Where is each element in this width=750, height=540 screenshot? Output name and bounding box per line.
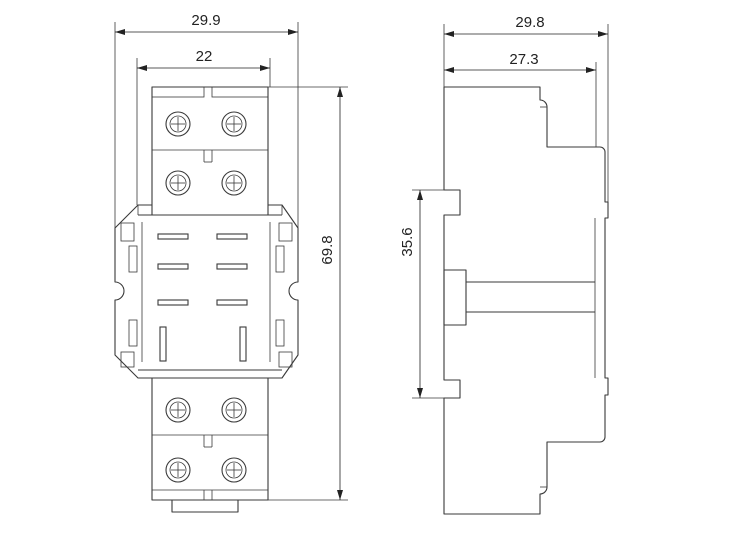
dim-label: 35.6 <box>399 227 416 256</box>
top-terminal-block <box>151 86 269 216</box>
contact-slots <box>157 233 248 362</box>
dim-label: 27.3 <box>509 51 538 68</box>
front-view <box>114 22 348 513</box>
terminal-screw-icon <box>165 397 191 423</box>
dimension-front-height: 69.8 <box>319 87 343 500</box>
dim-label: 29.8 <box>515 14 544 31</box>
dimension-side-inner-depth: 27.3 <box>444 51 596 73</box>
terminal-screw-icon <box>221 170 247 196</box>
dimension-front-overall-width: 29.9 <box>115 12 298 35</box>
dimension-side-overall-depth: 29.8 <box>444 14 608 37</box>
dim-label: 69.8 <box>319 235 336 264</box>
terminal-screw-icon <box>165 457 191 483</box>
terminal-screw-icon <box>221 457 247 483</box>
din-rail <box>443 269 467 326</box>
bottom-terminal-block <box>151 377 269 501</box>
dimension-side-rail-height: 35.6 <box>399 190 423 398</box>
dim-label: 29.9 <box>191 12 220 29</box>
terminal-screw-icon <box>221 111 247 137</box>
socket-body-outline <box>114 204 299 379</box>
bottom-tab <box>171 500 239 513</box>
side-profile-outline <box>443 86 609 515</box>
dim-label: 22 <box>196 48 213 65</box>
terminal-screw-icon <box>165 111 191 137</box>
side-view <box>412 24 609 515</box>
terminal-screw-icon <box>165 170 191 196</box>
dimension-front-inner-width: 22 <box>137 48 270 71</box>
terminal-screw-icon <box>221 397 247 423</box>
